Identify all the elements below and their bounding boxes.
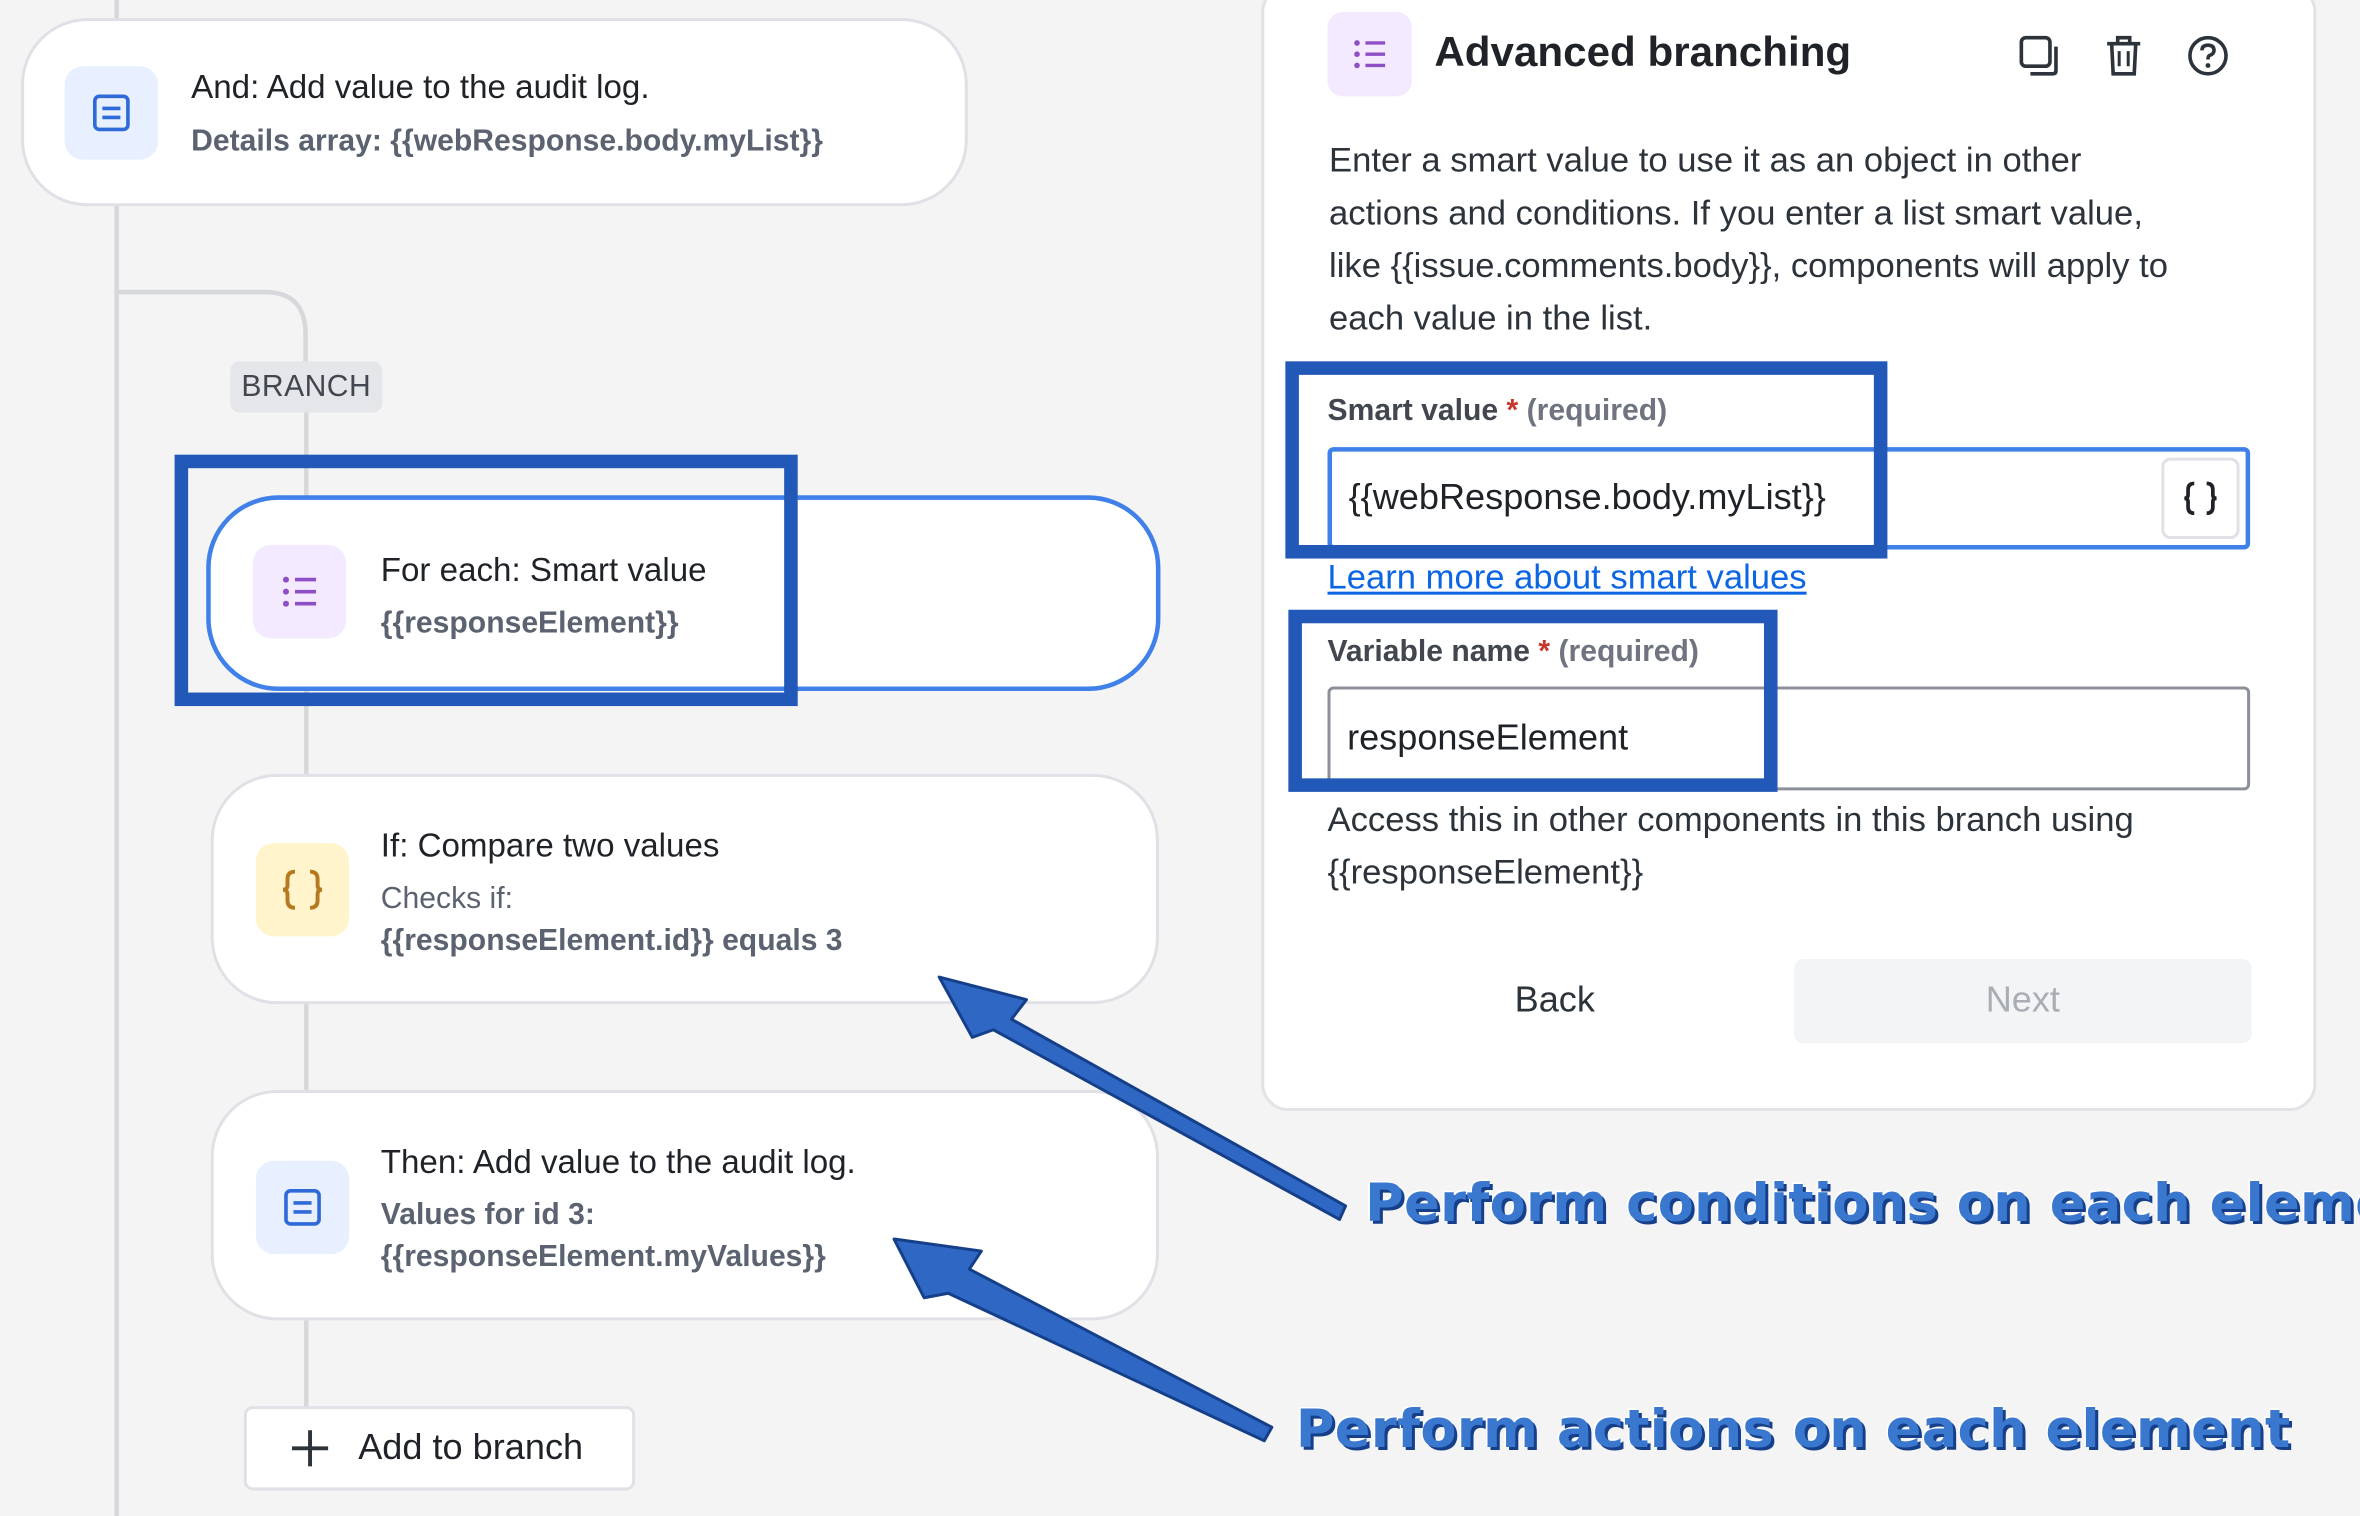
variable-name-label: Variable name * (required) — [1327, 635, 1698, 670]
if-node-title: If: Compare two values — [380, 826, 720, 865]
for-each-icon-tile — [252, 544, 347, 639]
document-icon — [93, 94, 130, 132]
required-marker: * — [1538, 635, 1551, 669]
flow-main-line — [114, 0, 119, 1516]
if-node-condition: {{responseElement.id}} equals 3 — [380, 924, 843, 958]
if-node-checks-label: Checks if: — [380, 882, 513, 916]
for-each-node[interactable]: For each: Smart value {{responseElement}… — [206, 495, 1161, 692]
document-icon — [284, 1189, 321, 1226]
delete-button[interactable] — [2098, 30, 2149, 81]
variable-help-text: Access this in other components in this … — [1327, 793, 2133, 898]
if-condition-node[interactable]: If: Compare two values Checks if: {{resp… — [210, 773, 1159, 1005]
required-text: (required) — [1526, 394, 1668, 428]
branch-connector — [117, 289, 308, 377]
for-each-node-subtitle: {{responseElement}} — [380, 606, 679, 640]
smart-value-picker-button[interactable] — [2161, 457, 2240, 539]
help-icon — [2188, 35, 2228, 76]
panel-title: Advanced branching — [1434, 28, 1852, 76]
variable-name-input-text: responseElement — [1347, 717, 1629, 759]
actions-annotation: Perform actions on each element — [1295, 1400, 2291, 1461]
conditions-annotation: Perform conditions on each element — [1365, 1174, 2360, 1235]
for-each-node-title: For each: Smart value — [380, 551, 707, 589]
panel-description: Enter a smart value to use it as an obje… — [1329, 134, 2168, 345]
description-line: Enter a smart value to use it as an obje… — [1329, 140, 2082, 180]
then-node-subtitle-line1: Values for id 3: — [380, 1198, 595, 1232]
duplicate-icon — [2019, 35, 2058, 76]
plus-icon — [291, 1430, 329, 1467]
then-node-title: Then: Add value to the audit log. — [380, 1142, 856, 1181]
duplicate-button[interactable] — [2014, 30, 2065, 81]
list-icon — [1354, 40, 1386, 69]
audit-node-title: And: Add value to the audit log. — [191, 67, 650, 106]
back-button[interactable]: Back — [1514, 980, 1595, 1021]
next-button[interactable]: Next — [1794, 959, 2252, 1044]
description-line: actions and conditions. If you enter a l… — [1329, 192, 2143, 232]
then-node-icon-tile — [255, 1160, 350, 1255]
help-button[interactable] — [2182, 30, 2233, 81]
variable-name-label-text: Variable name — [1327, 635, 1530, 669]
then-node-subtitle-line2: {{responseElement.myValues}} — [380, 1240, 826, 1274]
smart-value-label-text: Smart value — [1327, 394, 1499, 428]
description-line: each value in the list. — [1329, 298, 1653, 338]
smart-value-input[interactable]: {{webResponse.body.myList}} — [1327, 447, 2251, 550]
audit-node-subtitle: Details array: {{webResponse.body.myList… — [191, 124, 823, 159]
learn-more-link[interactable]: Learn more about smart values — [1327, 557, 1807, 597]
panel-icon-tile — [1327, 12, 1412, 97]
braces-icon — [2184, 481, 2217, 516]
help-line: Access this in other components in this … — [1327, 799, 2134, 839]
add-to-branch-label: Add to branch — [358, 1427, 584, 1468]
if-node-icon-tile — [255, 843, 350, 937]
list-icon — [282, 576, 317, 607]
variable-name-input[interactable]: responseElement — [1327, 686, 2251, 791]
then-action-node[interactable]: Then: Add value to the audit log. Values… — [210, 1089, 1159, 1321]
braces-icon — [282, 869, 323, 910]
add-to-branch-button[interactable]: Add to branch — [243, 1406, 636, 1491]
audit-node-icon-tile — [64, 66, 159, 160]
required-text: (required) — [1558, 635, 1699, 669]
actions-arrow — [892, 1237, 1274, 1443]
description-line: like {{issue.comments.body}}, components… — [1329, 245, 2168, 285]
help-line: {{responseElement}} — [1327, 852, 1644, 892]
trash-icon — [2107, 35, 2141, 76]
smart-value-label: Smart value * (required) — [1327, 394, 1667, 429]
branch-badge: BRANCH — [230, 361, 383, 413]
conditions-arrow — [937, 975, 1348, 1221]
required-marker: * — [1506, 394, 1519, 428]
audit-log-node[interactable]: And: Add value to the audit log. Details… — [21, 18, 968, 207]
smart-value-input-text: {{webResponse.body.myList}} — [1348, 477, 1826, 518]
